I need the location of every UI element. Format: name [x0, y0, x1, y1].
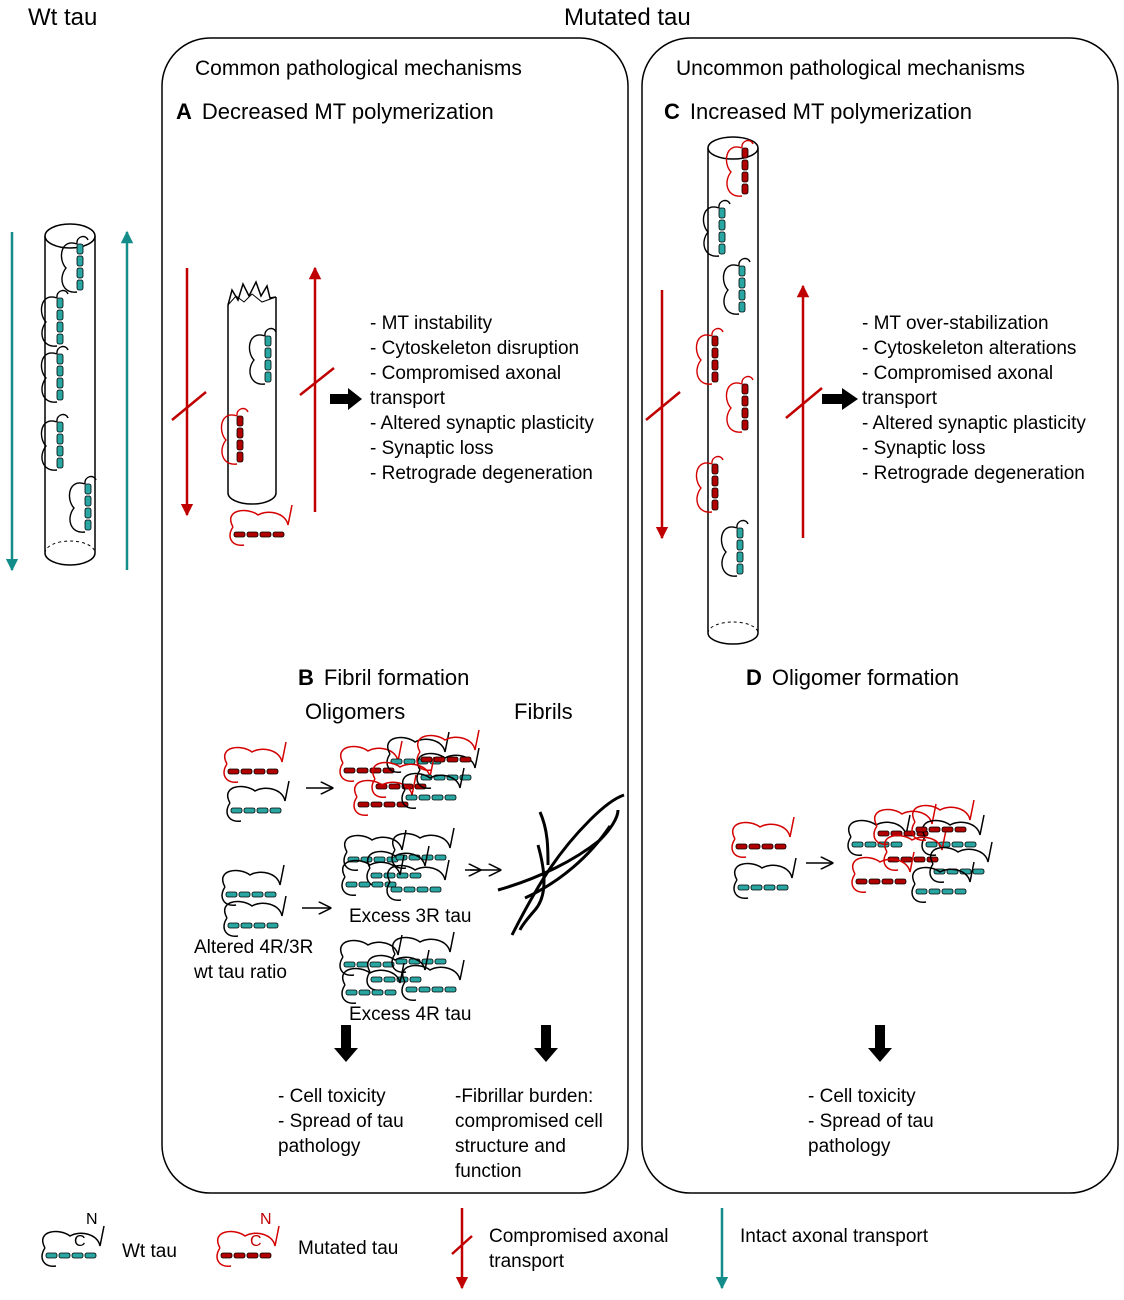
legend-mutated-tau-label: Mutated tau: [298, 1238, 399, 1259]
outcome-item: pathology: [808, 1136, 891, 1157]
uncommon-mechanisms-frame: [641, 37, 1119, 1194]
effect-item: - Compromised axonal: [862, 363, 1054, 384]
panel-c-effects: - MT over-stabilization - Cytoskeleton a…: [862, 311, 1086, 486]
common-mechanisms-frame: [161, 37, 629, 1194]
panel-d-heading: D Oligomer formation: [746, 665, 959, 691]
outcome-item: - Spread of tau: [278, 1111, 404, 1132]
altered-ratio-label-2: wt tau ratio: [194, 962, 287, 983]
panel-d-outcome-arrow: [868, 1025, 892, 1062]
legend-compromised-label-2: transport: [489, 1251, 564, 1272]
effect-item: - Synaptic loss: [370, 438, 494, 459]
panel-d-oligomer: [847, 799, 993, 904]
legend-compromised-label-1: Compromised axonal: [489, 1226, 669, 1247]
altered-ratio-label-1: Altered 4R/3R: [194, 937, 314, 958]
panel-b-monomers: [223, 741, 290, 823]
legend-mut-n-label: N: [260, 1211, 272, 1228]
panel-c-microtubule: [695, 136, 759, 645]
panel-a-heading: A Decreased MT polymerization: [176, 99, 494, 125]
panel-b-3r-oligomer: [341, 827, 455, 902]
panel-b-fibril-outcome-arrow: [534, 1025, 558, 1062]
mutated-tau-title: Mutated tau: [564, 4, 691, 31]
effect-item: - MT instability: [370, 313, 493, 334]
panel-c-result-arrow: [822, 388, 858, 410]
panel-b-letter: B: [298, 665, 314, 690]
panel-c-title: Increased MT polymerization: [689, 99, 972, 124]
panel-a-microtubule: [220, 280, 293, 547]
legend-wt-tau-symbol: [41, 1225, 105, 1268]
panel-a-letter: A: [176, 99, 192, 124]
legend-mutated-tau-symbol: [216, 1225, 280, 1268]
legend-wt-tau-label: Wt tau: [122, 1241, 177, 1262]
excess-4r-label: Excess 4R tau: [349, 1004, 472, 1025]
outcome-item: - Spread of tau: [808, 1111, 934, 1132]
excess-3r-label: Excess 3R tau: [349, 906, 472, 927]
panel-a-effects: - MT instability - Cytoskeleton disrupti…: [370, 311, 594, 486]
panel-b-oligomer-outcomes: - Cell toxicity - Spread of tau patholog…: [278, 1084, 404, 1159]
panel-a-result-arrow: [330, 388, 362, 410]
effect-item: - Altered synaptic plasticity: [370, 413, 594, 434]
wt-tau-title: Wt tau: [28, 4, 98, 31]
effect-item: transport: [862, 388, 937, 409]
common-mechanisms-title: Common pathological mechanisms: [195, 57, 522, 80]
panel-a-title: Decreased MT polymerization: [201, 99, 494, 124]
outcome-item: compromised cell: [455, 1111, 603, 1132]
panel-b-fibril-outcomes: -Fibrillar burden: compromised cell stru…: [455, 1084, 603, 1184]
outcome-item: -Fibrillar burden:: [455, 1086, 594, 1107]
panel-d-title: Oligomer formation: [771, 665, 959, 690]
panel-d-outcomes: - Cell toxicity - Spread of tau patholog…: [808, 1084, 934, 1159]
panel-b-fibrils: [497, 793, 625, 936]
uncommon-mechanisms-title: Uncommon pathological mechanisms: [676, 57, 1025, 80]
effect-item: - Retrograde degeneration: [862, 463, 1085, 484]
legend-intact-label: Intact axonal transport: [740, 1226, 928, 1247]
panel-b-oligomer-outcome-arrow: [334, 1025, 358, 1062]
panel-b-title: Fibril formation: [323, 665, 470, 690]
panel-c-heading: C Increased MT polymerization: [664, 99, 972, 125]
outcome-item: - Cell toxicity: [278, 1086, 386, 1107]
effect-item: - Synaptic loss: [862, 438, 986, 459]
effect-item: - Cytoskeleton disruption: [370, 338, 580, 359]
outcome-item: function: [455, 1161, 522, 1182]
outcome-item: pathology: [278, 1136, 361, 1157]
panel-c-letter: C: [664, 99, 680, 124]
effect-item: - MT over-stabilization: [862, 313, 1049, 334]
effect-item: transport: [370, 388, 445, 409]
panel-d-letter: D: [746, 665, 762, 690]
effect-item: - Altered synaptic plasticity: [862, 413, 1086, 434]
legend-wt-n-label: N: [86, 1211, 98, 1228]
panel-b-mixed-oligomer: [339, 729, 480, 817]
legend-wt-c-label: C: [74, 1233, 86, 1250]
effect-item: - Retrograde degeneration: [370, 463, 593, 484]
fibrils-label: Fibrils: [514, 699, 573, 724]
panel-d-monomers: [731, 816, 797, 900]
outcome-item: - Cell toxicity: [808, 1086, 916, 1107]
oligomers-label: Oligomers: [305, 699, 406, 724]
wt-microtubule: [40, 223, 97, 566]
panel-b-4r-oligomer: [339, 931, 465, 1005]
outcome-item: structure and: [455, 1136, 566, 1157]
panel-b-heading: B Fibril formation: [298, 665, 469, 691]
legend-mut-c-label: C: [250, 1233, 262, 1250]
effect-item: - Compromised axonal: [370, 363, 562, 384]
panel-b-wt-monomers: [221, 864, 287, 938]
effect-item: - Cytoskeleton alterations: [862, 338, 1077, 359]
